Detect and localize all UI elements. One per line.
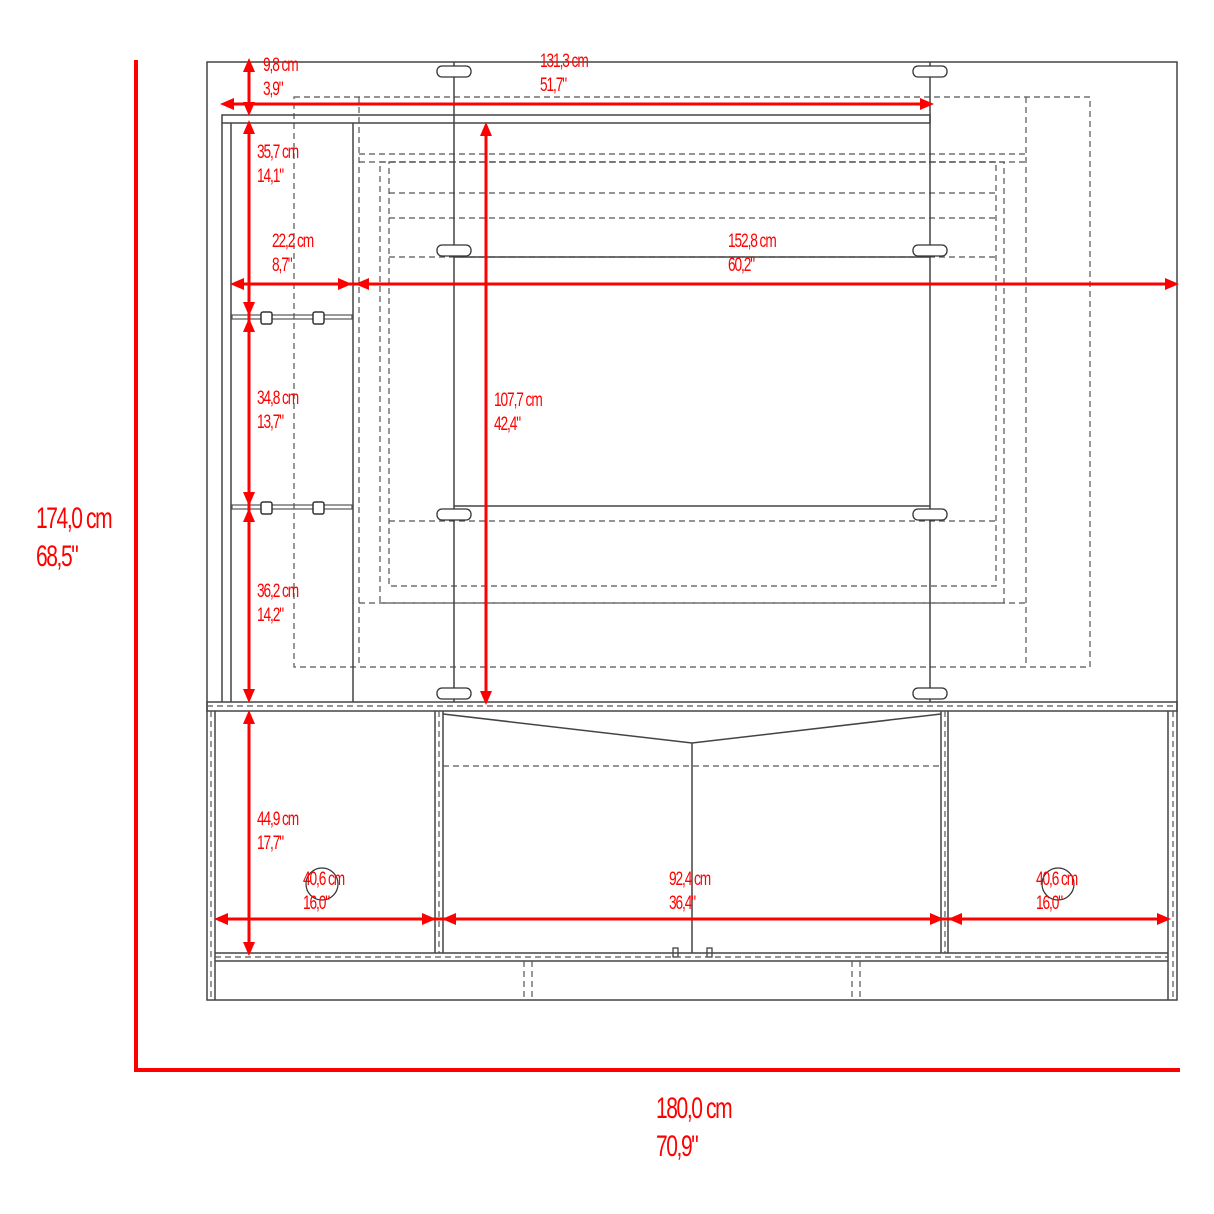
cabinet-walls [214, 711, 1169, 1000]
label-overall-width: 180,0 cm 70,9" [656, 1090, 733, 1166]
label-tv-area-width: 152,8 cm 60,2" [728, 230, 777, 278]
center-compartment-width-cm: 92,4 cm [669, 869, 711, 890]
cabinet-height-cm: 44,9 cm [257, 809, 299, 830]
label-shelf-3-height: 36,2 cm 14,2" [257, 580, 299, 628]
mounting-rails [453, 62, 931, 702]
side-unit-width-in: 8,7" [272, 255, 293, 276]
cable-hole-left-icon [305, 867, 339, 901]
back-panel-outline [206, 61, 1178, 1001]
overall-dimension-axes [134, 60, 1180, 1072]
top-shelf-board [221, 114, 931, 124]
overall-width-in: 70,9" [656, 1130, 699, 1163]
label-top-panel-width: 131,3 cm 51,7" [540, 50, 589, 98]
overall-height-cm: 174,0 cm [36, 502, 113, 535]
tv-area-height-in: 42,4" [494, 414, 521, 435]
label-cabinet-height: 44,9 cm 17,7" [257, 808, 299, 856]
hidden-panel-verticals [358, 97, 1027, 667]
label-overall-height: 174,0 cm 68,5" [36, 500, 113, 576]
top-gap-cm: 9,8 cm [263, 55, 299, 76]
shelf-peg-icons [260, 311, 325, 515]
tv-area-height-cm: 107,7 cm [494, 390, 543, 411]
tv-area-width-in: 60,2" [728, 255, 755, 276]
label-shelf-1-height: 35,7 cm 14,1" [257, 141, 299, 189]
label-center-compartment-width: 92,4 cm 36,4" [669, 868, 711, 916]
shelf-1-height-cm: 35,7 cm [257, 142, 299, 163]
label-right-compartment-width: 40,6 cm 16,0" [1036, 868, 1078, 916]
overall-height-in: 68,5" [36, 540, 79, 573]
overall-width-cm: 180,0 cm [656, 1092, 733, 1125]
hidden-panel-top-lines [359, 153, 1026, 163]
cabinet-bottom [215, 952, 1168, 962]
shelf-3-height-in: 14,2" [257, 605, 284, 626]
hidden-panel-inner-2 [388, 161, 997, 587]
left-compartment-width-cm: 40,6 cm [303, 869, 345, 890]
top-gap-in: 3,9" [263, 79, 284, 100]
cabinet-walls-hidden [210, 711, 1174, 1000]
label-shelf-2-height: 34,8 cm 13,7" [257, 387, 299, 435]
hidden-panel-inner [379, 161, 1005, 604]
top-panel-width-cm: 131,3 cm [540, 51, 589, 72]
label-side-unit-width: 22,2 cm 8,7" [272, 230, 314, 278]
side-shelf-1 [231, 314, 353, 320]
label-left-compartment-width: 40,6 cm 16,0" [303, 868, 345, 916]
top-panel-width-in: 51,7" [540, 75, 567, 96]
tv-mount-bars [454, 256, 930, 507]
side-shelf-2 [231, 504, 353, 510]
shelf-2-height-in: 13,7" [257, 412, 284, 433]
shelf-1-height-in: 14,1" [257, 166, 284, 187]
left-compartment-width-in: 16,0" [303, 893, 330, 914]
side-unit-width-cm: 22,2 cm [272, 231, 314, 252]
label-tv-area-height: 107,7 cm 42,4" [494, 389, 543, 437]
center-door-top-edge [442, 713, 942, 744]
drawer-dividers [523, 961, 861, 1000]
shelf-3-height-cm: 36,2 cm [257, 581, 299, 602]
shelf-2-height-cm: 34,8 cm [257, 388, 299, 409]
bracket-icons [436, 65, 948, 700]
right-compartment-width-cm: 40,6 cm [1036, 869, 1078, 890]
label-top-gap: 9,8 cm 3,9" [263, 54, 299, 102]
cable-hole-right-icon [1041, 867, 1075, 901]
cabinet-height-in: 17,7" [257, 833, 284, 854]
tv-area-width-cm: 152,8 cm [728, 231, 777, 252]
right-compartment-width-in: 16,0" [1036, 893, 1063, 914]
hidden-panel-outer [293, 96, 1091, 668]
side-unit-walls [221, 123, 354, 702]
center-compartment-width-in: 36,4" [669, 893, 696, 914]
